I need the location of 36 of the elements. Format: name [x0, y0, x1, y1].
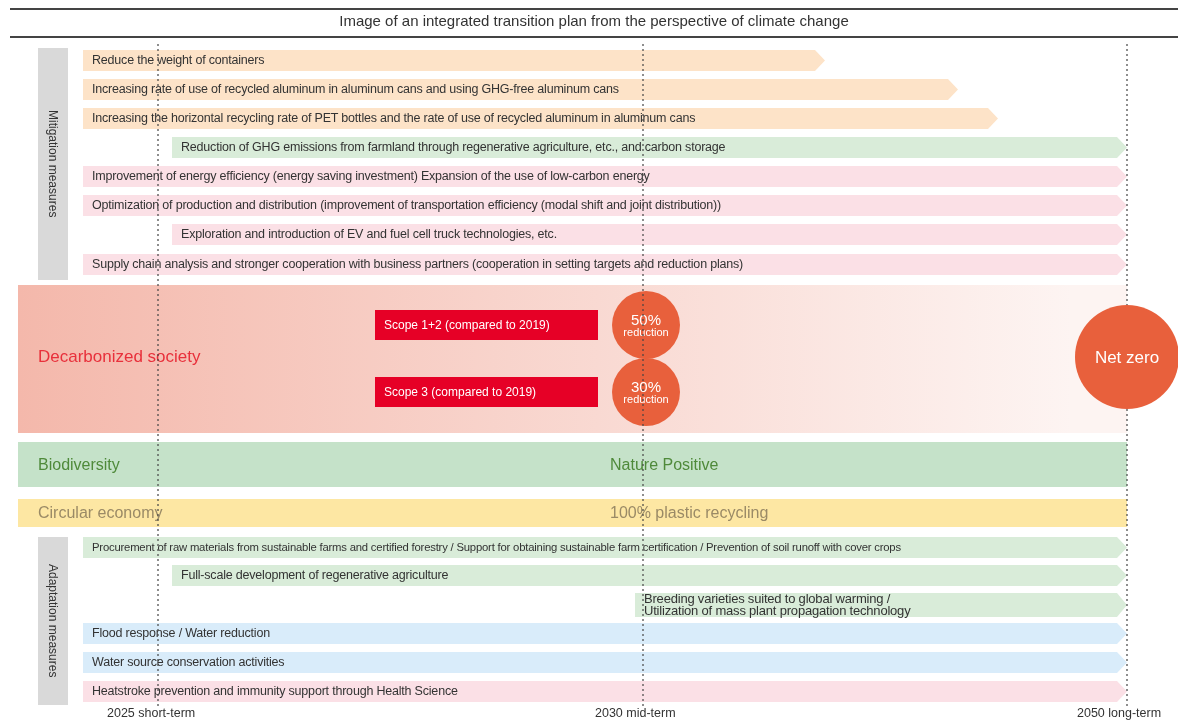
- arrow-bar: Supply chain analysis and stronger cooperation with business partners (cooperation in setting targets and reduction plans): [83, 254, 1127, 275]
- percentage: 50%: [631, 312, 661, 327]
- band-heading: Circular economy: [38, 504, 163, 522]
- timeline-label: 2030 mid-term: [594, 706, 677, 720]
- arrow-bar: Procurement of raw materials from sustainable farms and certified forestry / Support for obtaining sustainable farm certification / Prevention of soil runoff with cover crops: [83, 537, 1127, 558]
- timeline-label: 2050 long-term: [1076, 706, 1163, 720]
- arrow-bar: Reduce the weight of containers: [83, 50, 825, 71]
- goal-band: [18, 442, 1127, 487]
- circle-caption: reduction: [623, 394, 669, 405]
- percentage: 30%: [631, 379, 661, 394]
- arrow-bar: [635, 593, 1127, 617]
- target-box: Scope 3 (compared to 2019): [375, 377, 598, 407]
- section-tab: Adaptation measures: [38, 537, 68, 705]
- circle-caption: reduction: [623, 327, 669, 338]
- section-tab: Mitigation measures: [38, 48, 68, 280]
- arrow-bar: Flood response / Water reduction: [83, 623, 1127, 644]
- arrow-bar: Full-scale development of regenerative agriculture: [172, 565, 1127, 586]
- band-heading: Biodiversity: [38, 455, 120, 474]
- arrow-bar: Improvement of energy efficiency (energy saving investment) Expansion of the use of low-carbon energy: [83, 166, 1127, 187]
- band-goal: Nature Positive: [610, 455, 719, 474]
- target-box: Scope 1+2 (compared to 2019): [375, 310, 598, 340]
- bar-text: Breeding varieties suited to global warming / Utilization of mass plant propagation technology: [644, 593, 912, 617]
- goal-band: [18, 285, 1127, 433]
- title: Image of an integrated transition plan from the perspective of climate change: [338, 12, 850, 29]
- goal-band: [18, 499, 1127, 527]
- arrow-bar: Exploration and introduction of EV and fuel cell truck technologies, etc.: [172, 224, 1127, 245]
- arrow-bar: Increasing rate of use of recycled aluminum in aluminum cans and using GHG-free aluminum cans: [83, 79, 958, 100]
- band-heading: Decarbonized society: [38, 347, 201, 367]
- goal-circle: Net zero: [1075, 305, 1178, 409]
- arrow-bar: Optimization of production and distribution (improvement of transportation efficiency (modal shift and joint distribution)): [83, 195, 1127, 216]
- band-goal: 100% plastic recycling: [610, 504, 769, 522]
- arrow-bar: Reduction of GHG emissions from farmland through regenerative agriculture, etc., and carbon storage: [172, 137, 1127, 158]
- arrow-bar: Increasing the horizontal recycling rate of PET bottles and the rate of use of recycled aluminum in aluminum cans: [83, 108, 998, 129]
- timeline-label: 2025 short-term: [106, 706, 197, 720]
- arrow-bar: Heatstroke prevention and immunity support through Health Science: [83, 681, 1127, 702]
- arrow-bar: Water source conservation activities: [83, 652, 1127, 673]
